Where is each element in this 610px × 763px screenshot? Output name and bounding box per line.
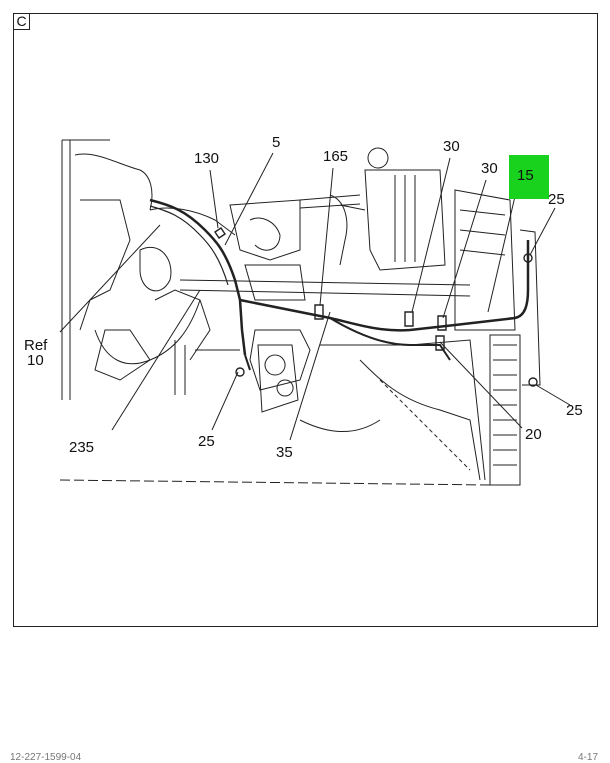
callout-5: 5 — [272, 134, 281, 151]
callout-25-top: 25 — [548, 191, 565, 208]
view-letter-label: C — [13, 13, 30, 30]
footer-page-number: 4-17 — [578, 752, 599, 763]
diagram-frame — [13, 13, 598, 627]
callout-20: 20 — [525, 426, 542, 443]
callout-35: 35 — [276, 444, 293, 461]
callout-15: 15 — [517, 167, 534, 184]
callout-10: 10 — [27, 352, 44, 369]
callout-30-lower: 30 — [481, 160, 498, 177]
callout-25-bottom: 25 — [198, 433, 215, 450]
callout-130: 130 — [194, 150, 220, 167]
highlight-marker — [509, 155, 549, 199]
callout-235: 235 — [69, 439, 95, 456]
callout-25-right: 25 — [566, 402, 583, 419]
callout-30-upper: 30 — [443, 138, 460, 155]
footer-document-number: 12-227-1599-04 — [10, 752, 82, 763]
callout-165: 165 — [323, 148, 349, 165]
callout-ref-label: Ref — [24, 337, 48, 354]
